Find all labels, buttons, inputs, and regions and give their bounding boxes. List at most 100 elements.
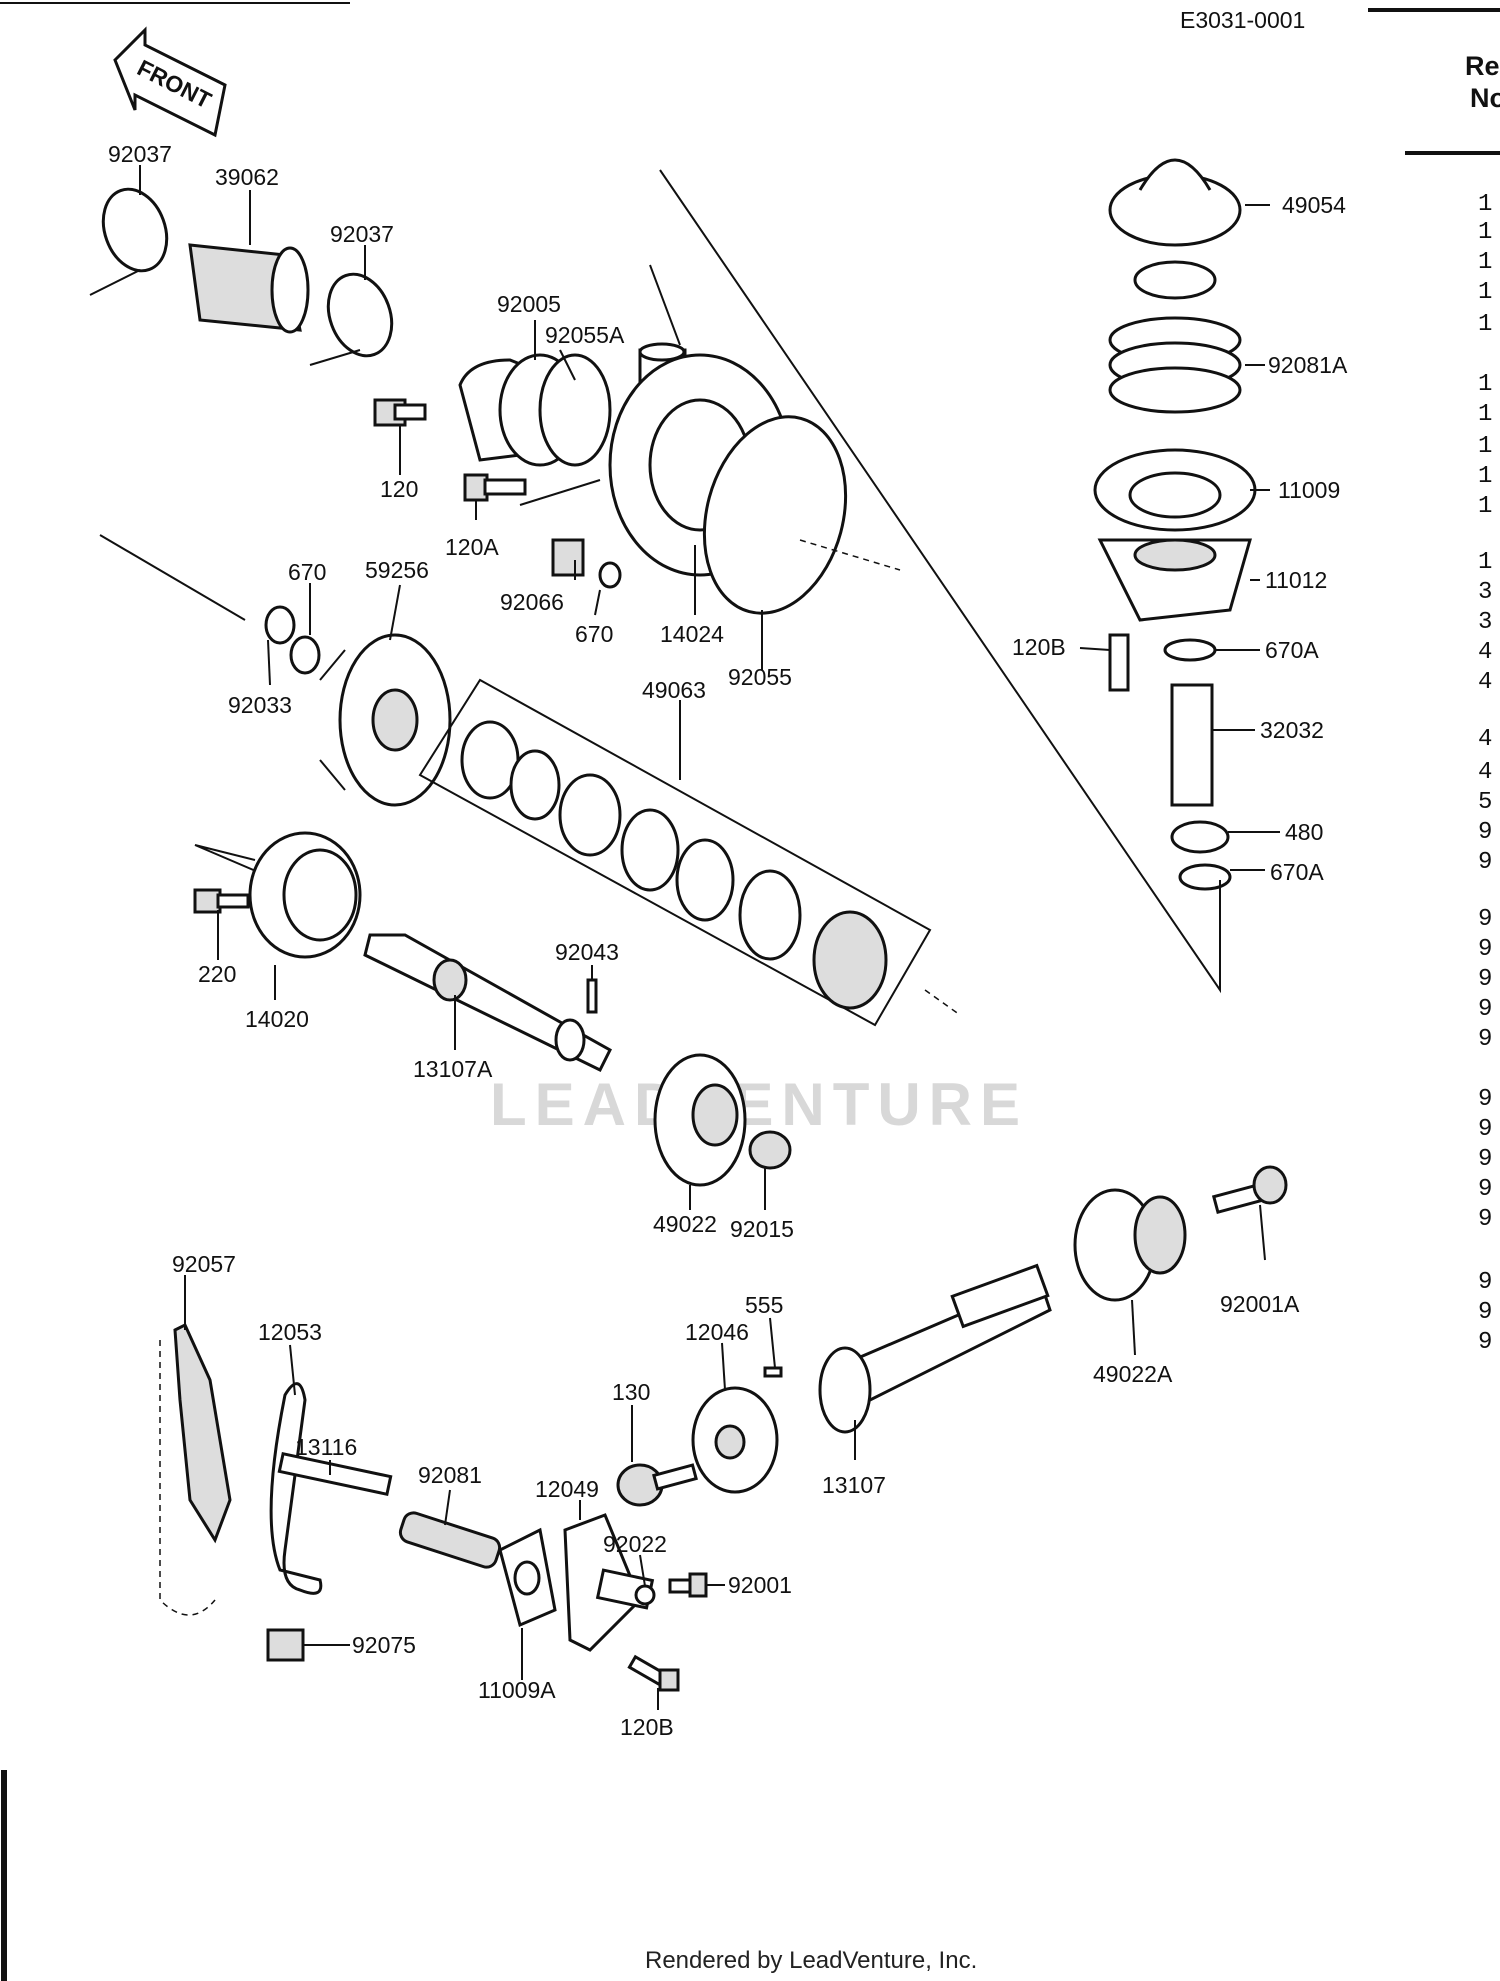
- bolt-92001: [668, 1572, 708, 1598]
- ref-number: 1: [1478, 463, 1492, 490]
- circlip-92033: [264, 605, 296, 645]
- label-92043: 92043: [555, 939, 619, 965]
- washer-670: [289, 635, 321, 675]
- ref-number: 9: [1478, 1329, 1492, 1356]
- label-92081: 92081: [418, 1462, 482, 1488]
- label-49063: 49063: [642, 677, 706, 703]
- label-32032: 32032: [1260, 717, 1324, 743]
- label-92022: 92022: [603, 1531, 667, 1557]
- label-120: 120: [380, 476, 418, 502]
- label-92033: 92033: [228, 692, 292, 718]
- ref-number: 9: [1478, 1206, 1492, 1233]
- shaft-13107A: [363, 933, 612, 1073]
- ref-number: 1: [1478, 249, 1492, 276]
- spring-92081: [398, 1511, 502, 1569]
- label-13107A: 13107A: [413, 1056, 493, 1082]
- label-92001A: 92001A: [1220, 1291, 1300, 1317]
- label-670A-bottom: 670A: [1270, 859, 1324, 885]
- label-92057: 92057: [172, 1251, 236, 1277]
- label-49022: 49022: [653, 1211, 717, 1237]
- bolt-120: [373, 398, 427, 427]
- leader-lines: [139, 165, 1280, 1710]
- ref-number: 9: [1478, 1269, 1492, 1296]
- hose-clamp-right: [309, 272, 394, 366]
- ref-header-line1: Re: [1465, 51, 1500, 81]
- label-11012: 11012: [1265, 567, 1327, 593]
- label-670-impeller: 670: [288, 559, 326, 585]
- ref-number: 1: [1478, 279, 1492, 306]
- label-92055: 92055: [728, 664, 792, 690]
- label-12046: 12046: [685, 1319, 749, 1345]
- plug-92066: [551, 538, 622, 589]
- ref-number: 3: [1478, 579, 1492, 606]
- watermark: LEADVENTURE: [490, 1071, 1028, 1138]
- label-39062: 39062: [215, 164, 279, 190]
- label-14024: 14024: [660, 621, 724, 647]
- guide-dash-seal: [924, 989, 961, 1016]
- ref-number: 1: [1478, 311, 1492, 338]
- guide-line-top: [649, 264, 681, 346]
- footer-credit: Rendered by LeadVenture, Inc.: [645, 1947, 977, 1974]
- label-220: 220: [198, 961, 236, 987]
- ref-number: 1: [1478, 191, 1492, 218]
- ref-number: 1: [1478, 549, 1492, 576]
- impeller-59256: [319, 633, 452, 807]
- label-13107: 13107: [822, 1472, 886, 1498]
- hose-clamp-left: [89, 187, 169, 296]
- label-92001: 92001: [728, 1572, 792, 1598]
- gasket-11009: [1093, 448, 1257, 532]
- ref-number: 9: [1478, 1116, 1492, 1143]
- diagram-id: E3031-0001: [1180, 7, 1305, 33]
- ref-number: 9: [1478, 849, 1492, 876]
- ref-number: 4: [1478, 726, 1492, 753]
- ref-number: 1: [1478, 401, 1492, 428]
- label-14020: 14020: [245, 1006, 309, 1032]
- flange-14020: [248, 831, 362, 959]
- seal-kit-49063: [418, 678, 932, 1027]
- bolt-120B-top: [1108, 633, 1130, 692]
- housing-11012: [1097, 538, 1252, 622]
- bolt-220: [193, 888, 250, 914]
- part-labels: 92037 39062 92037 92005 92055A 120 120A …: [108, 141, 1348, 1740]
- guide-line-left: [99, 534, 246, 621]
- washer-92022: [634, 1584, 656, 1606]
- ref-number: 9: [1478, 1086, 1492, 1113]
- label-670A-top: 670A: [1265, 637, 1319, 663]
- label-92037-right: 92037: [330, 221, 394, 247]
- ref-number: 9: [1478, 1026, 1492, 1053]
- label-92015: 92015: [730, 1216, 794, 1242]
- ref-number: 9: [1478, 819, 1492, 846]
- label-130: 130: [612, 1379, 650, 1405]
- o-ring-92055A: [538, 353, 612, 467]
- label-555: 555: [745, 1292, 783, 1318]
- bolt-120A: [463, 473, 527, 502]
- label-12049: 12049: [535, 1476, 599, 1502]
- label-12053: 12053: [258, 1319, 322, 1345]
- bolt-92001A: [1211, 1165, 1288, 1215]
- label-59256: 59256: [365, 557, 429, 583]
- circlip-480: [1170, 820, 1230, 854]
- ref-header-line2: No: [1470, 83, 1500, 113]
- bolt-120B-bottom: [627, 1654, 680, 1692]
- ref-number: 4: [1478, 639, 1492, 666]
- ref-number: 5: [1478, 789, 1492, 816]
- chain-92057: [159, 1322, 232, 1616]
- guide-12053: [269, 1382, 323, 1595]
- label-49054: 49054: [1282, 192, 1346, 218]
- bevel-gear-49022: [653, 1053, 747, 1187]
- nut-92015: [748, 1130, 792, 1170]
- bolt-130: [616, 1463, 698, 1507]
- ref-number: 4: [1478, 669, 1492, 696]
- ref-number: 9: [1478, 1299, 1492, 1326]
- label-120A: 120A: [445, 534, 499, 560]
- label-92055A: 92055A: [545, 322, 625, 348]
- shaft-13107: [818, 1263, 1052, 1434]
- label-670-pump: 670: [575, 621, 613, 647]
- ref-number: 1: [1478, 433, 1492, 460]
- ref-number: 1: [1478, 371, 1492, 398]
- ref-number: 9: [1478, 936, 1492, 963]
- label-49022A: 49022A: [1093, 1361, 1173, 1387]
- label-13116: 13116: [295, 1434, 357, 1460]
